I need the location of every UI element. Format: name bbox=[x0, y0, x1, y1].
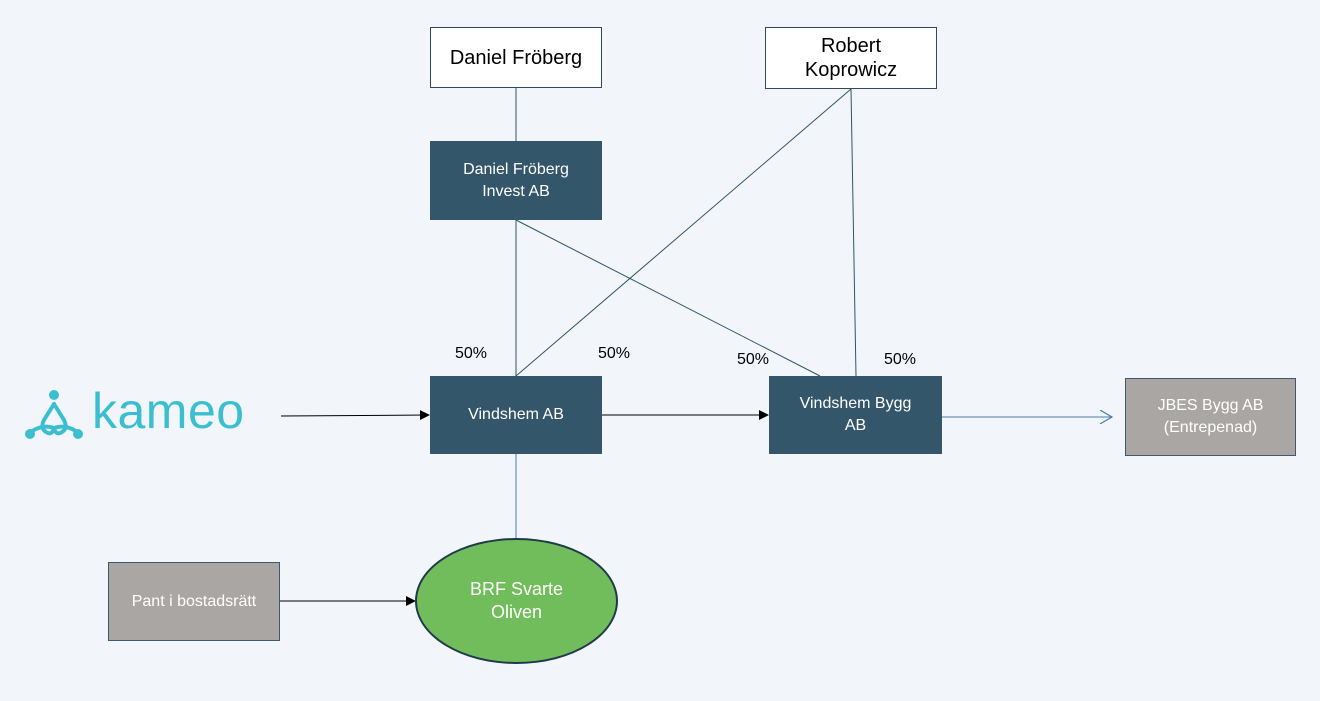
contractor-label: JBES Bygg AB (Entrepenad) bbox=[1157, 397, 1264, 436]
brf-label: BRF Svarte Oliven bbox=[469, 579, 564, 622]
company-vindshem: Vindshem AB bbox=[430, 376, 602, 454]
line-dfinvest-to-bygg bbox=[515, 219, 821, 377]
collateral-label: Pant i bostadsrätt bbox=[131, 592, 257, 610]
line-robert-to-bygg bbox=[850, 88, 857, 377]
person-daniel-froberg: Daniel Fröberg bbox=[430, 27, 602, 88]
person-daniel-label: Daniel Fröberg bbox=[449, 46, 583, 69]
pct-vindshem-robert: 50% bbox=[598, 345, 631, 362]
kameo-logo-icon bbox=[25, 390, 83, 439]
kameo-logo: kameo bbox=[22, 383, 267, 444]
kameo-wordmark: kameo bbox=[92, 383, 245, 439]
company-vindshem-bygg-label: Vindshem Bygg AB bbox=[799, 395, 912, 434]
company-vindshem-bygg: Vindshem Bygg AB bbox=[769, 376, 942, 454]
pct-bygg-dfinvest: 50% bbox=[737, 351, 770, 368]
person-robert-label: Robert Koprowicz bbox=[804, 35, 898, 81]
collateral-pant-i-bostadsratt: Pant i bostadsrätt bbox=[108, 562, 280, 641]
brf-svarte-oliven: BRF Svarte Oliven bbox=[415, 538, 618, 664]
pct-bygg-robert: 50% bbox=[884, 351, 917, 368]
company-vindshem-label: Vindshem AB bbox=[468, 406, 564, 423]
company-dfinvest-label: Daniel Fröberg Invest AB bbox=[463, 160, 569, 200]
person-robert-koprowicz: Robert Koprowicz bbox=[765, 27, 937, 89]
arrow-kameo-to-vindshem bbox=[280, 410, 430, 421]
pct-vindshem-dfinvest: 50% bbox=[455, 345, 488, 362]
contractor-jbes-bygg: JBES Bygg AB (Entrepenad) bbox=[1125, 378, 1296, 456]
company-daniel-froberg-invest: Daniel Fröberg Invest AB bbox=[430, 141, 602, 220]
line-robert-to-vindshem bbox=[515, 88, 852, 377]
